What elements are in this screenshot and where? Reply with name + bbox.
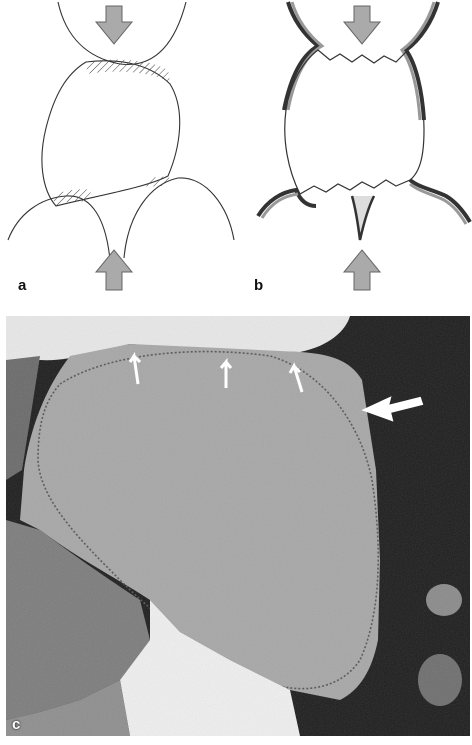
panel-a-top-arrow — [96, 6, 132, 44]
panel-label-b: b — [254, 277, 263, 294]
panel-a-diagram — [8, 2, 234, 290]
panel-a-bottom-right-grain — [124, 178, 234, 258]
panel-a-upper-contact-hatch — [86, 60, 170, 82]
panel-b-pore-cusp — [352, 196, 374, 240]
panel-b-bottom-arrow — [344, 250, 380, 290]
panel-a-bottom-arrow — [96, 250, 132, 290]
panel-label-c: c — [12, 716, 20, 733]
panel-c-micrograph — [6, 316, 470, 736]
micrograph-grain-texture — [6, 316, 470, 736]
panel-label-a: a — [18, 277, 26, 294]
panel-b-central-grain — [285, 50, 424, 194]
panel-a-lower-left-contact-hatch — [52, 189, 92, 206]
panel-b-diagram — [258, 2, 470, 290]
panel-b-top-arrow — [344, 6, 380, 44]
